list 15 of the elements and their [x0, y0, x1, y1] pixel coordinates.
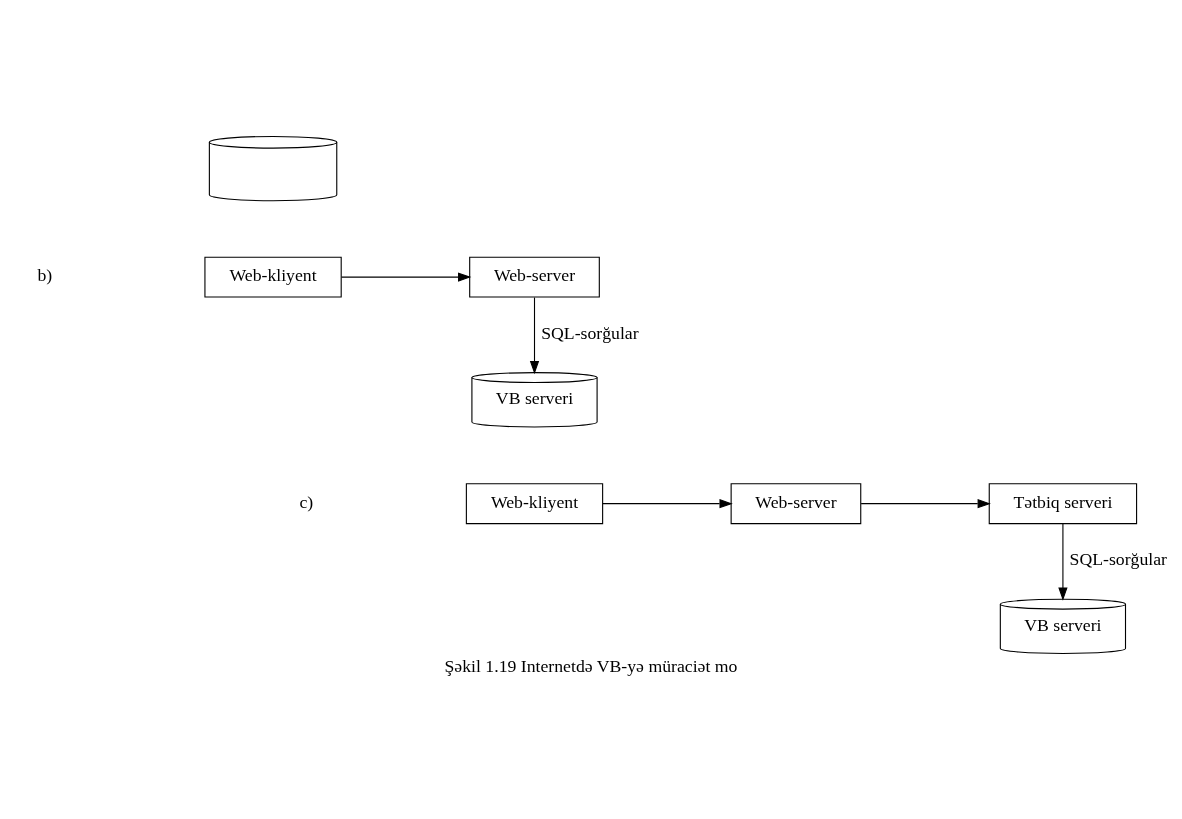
edge-label: SQL-sorğular	[541, 322, 639, 343]
label: c)	[299, 491, 314, 512]
node-box: Web-kliyent	[465, 483, 604, 525]
node-box: Web-server	[730, 483, 862, 525]
arrow	[529, 297, 540, 375]
arrow	[602, 499, 733, 509]
label: b)	[37, 265, 53, 286]
node-box: Web-server	[469, 256, 600, 298]
arrow	[1058, 523, 1068, 601]
node-box: Web-kliyent	[204, 256, 342, 298]
node-box: Tətbiq serveri	[988, 483, 1138, 525]
caption: Şəkil 1.19 Internetdə VB-yə müraciət mo	[444, 656, 738, 677]
edge-label: SQL-sorğular	[1069, 549, 1168, 570]
arrow	[340, 272, 472, 282]
arrow	[860, 499, 991, 509]
